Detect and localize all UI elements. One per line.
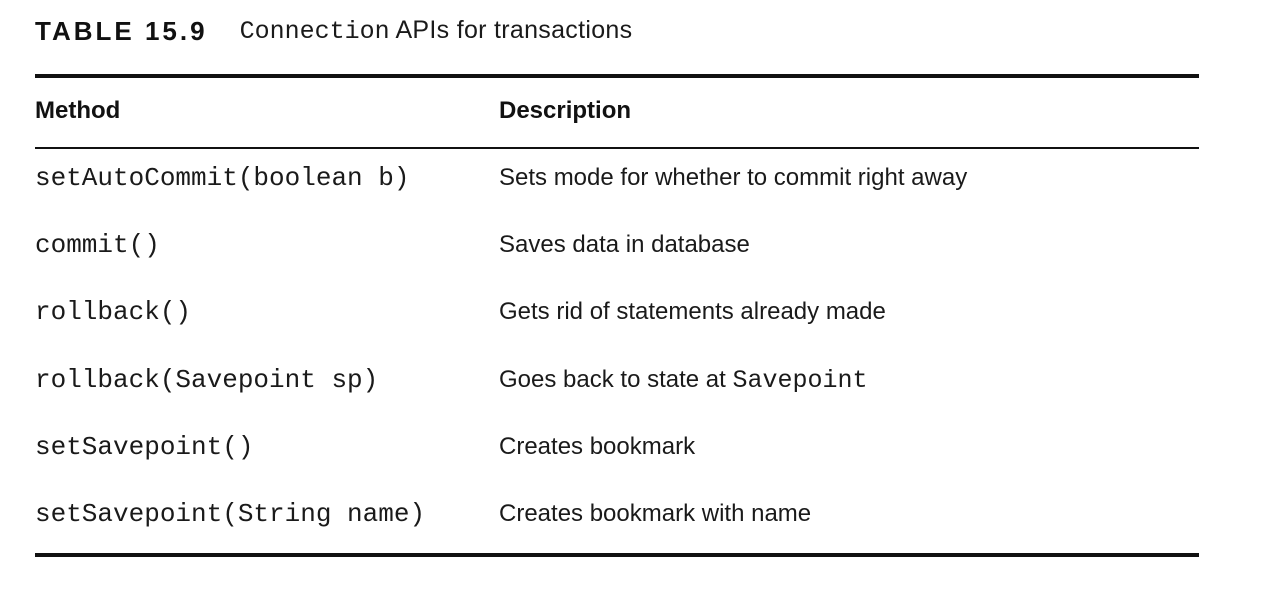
method-cell: commit() xyxy=(35,230,160,261)
table-title-code: Connection xyxy=(239,17,390,46)
description-cell: Saves data in database xyxy=(499,227,750,263)
description-cell: Creates bookmark with name xyxy=(499,496,811,532)
description-cell: Goes back to state at Savepoint xyxy=(499,362,868,398)
table-row: rollback() Gets rid of statements alread… xyxy=(35,294,1199,361)
table-row: setAutoCommit(boolean b) Sets mode for w… xyxy=(35,160,1199,227)
description-cell: Sets mode for whether to commit right aw… xyxy=(499,160,967,196)
description-text: Gets rid of statements already made xyxy=(499,298,886,326)
method-cell: rollback() xyxy=(35,297,192,328)
description-text: Creates bookmark with name xyxy=(499,499,812,527)
column-header-description: Description xyxy=(499,97,632,124)
table-row: rollback(Savepoint sp) Goes back to stat… xyxy=(35,362,1199,429)
description-text: Goes back to state at xyxy=(499,365,733,393)
method-cell: setAutoCommit(boolean b) xyxy=(35,163,410,193)
table-top-rule xyxy=(35,74,1199,78)
header-rule xyxy=(35,147,1199,149)
description-cell: Gets rid of statements already made xyxy=(499,294,886,330)
description-text: Sets mode for whether to commit right aw… xyxy=(499,164,968,191)
description-text: Creates bookmark xyxy=(499,432,696,460)
table-caption: TABLE 15.9 Connection APIs for transacti… xyxy=(35,14,632,48)
table-number: TABLE 15.9 xyxy=(35,15,208,46)
method-cell: rollback(Savepoint sp) xyxy=(35,364,379,395)
table-bottom-rule xyxy=(35,553,1199,557)
description-code: Savepoint xyxy=(732,365,868,395)
method-cell: setSavepoint(String name) xyxy=(35,498,426,529)
table-row: setSavepoint(String name) Creates bookma… xyxy=(35,496,1199,563)
table-row: commit() Saves data in database xyxy=(35,227,1199,294)
method-cell: setSavepoint() xyxy=(35,431,254,462)
table-title: Connection APIs for transactions xyxy=(240,16,633,46)
table-row: setSavepoint() Creates bookmark xyxy=(35,429,1199,496)
table-body: setAutoCommit(boolean b) Sets mode for w… xyxy=(35,160,1199,563)
column-header-method: Method xyxy=(35,97,121,124)
description-text: Saves data in database xyxy=(499,231,750,259)
description-cell: Creates bookmark xyxy=(499,429,695,465)
table-title-text: APIs for transactions xyxy=(389,16,633,44)
